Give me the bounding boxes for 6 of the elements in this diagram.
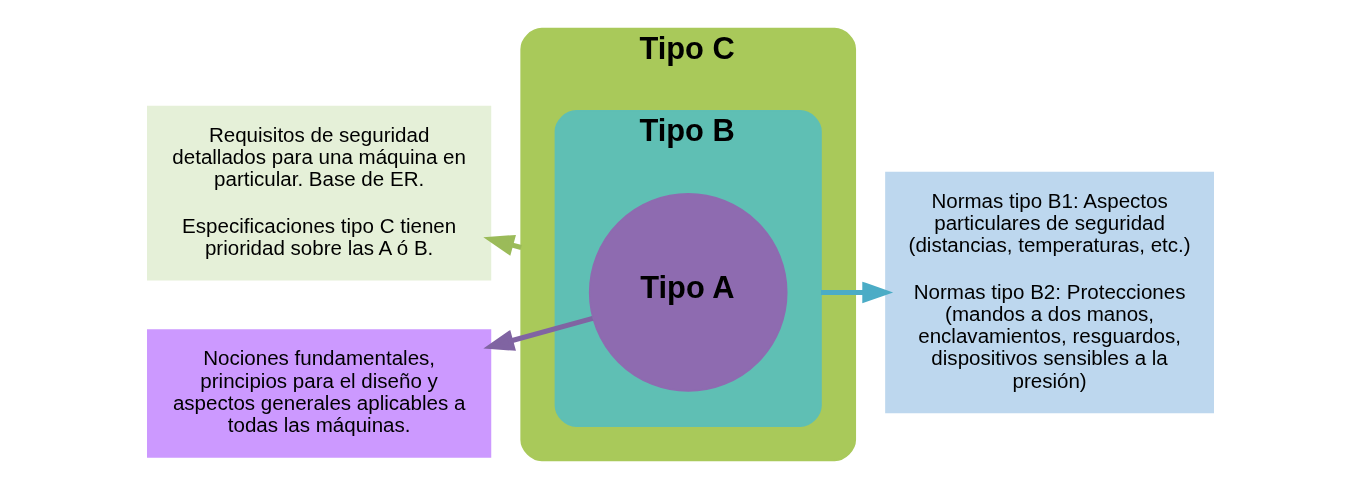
node-circle: Tipo A (588, 193, 788, 392)
node-box: Nociones fundamentales, principios para el diseño y aspectos generales aplicables a todas las máquinas. (146, 329, 491, 458)
arrow (482, 315, 593, 351)
node-box: Normas tipo B1: Aspectos particulares de seguridad (distancias, temperaturas, etc.) Normas tipo B2: Protecciones (mandos a dos manos, enclavamientos, resguardos, dispositivos sensibles a la presión) (884, 171, 1214, 414)
node-box: Requisitos de seguridad detallados para una máquina en particular. Base de ER. Especificaciones tipo C tienen prioridad sobre las A ó B. (146, 105, 491, 281)
arrow (820, 281, 893, 304)
